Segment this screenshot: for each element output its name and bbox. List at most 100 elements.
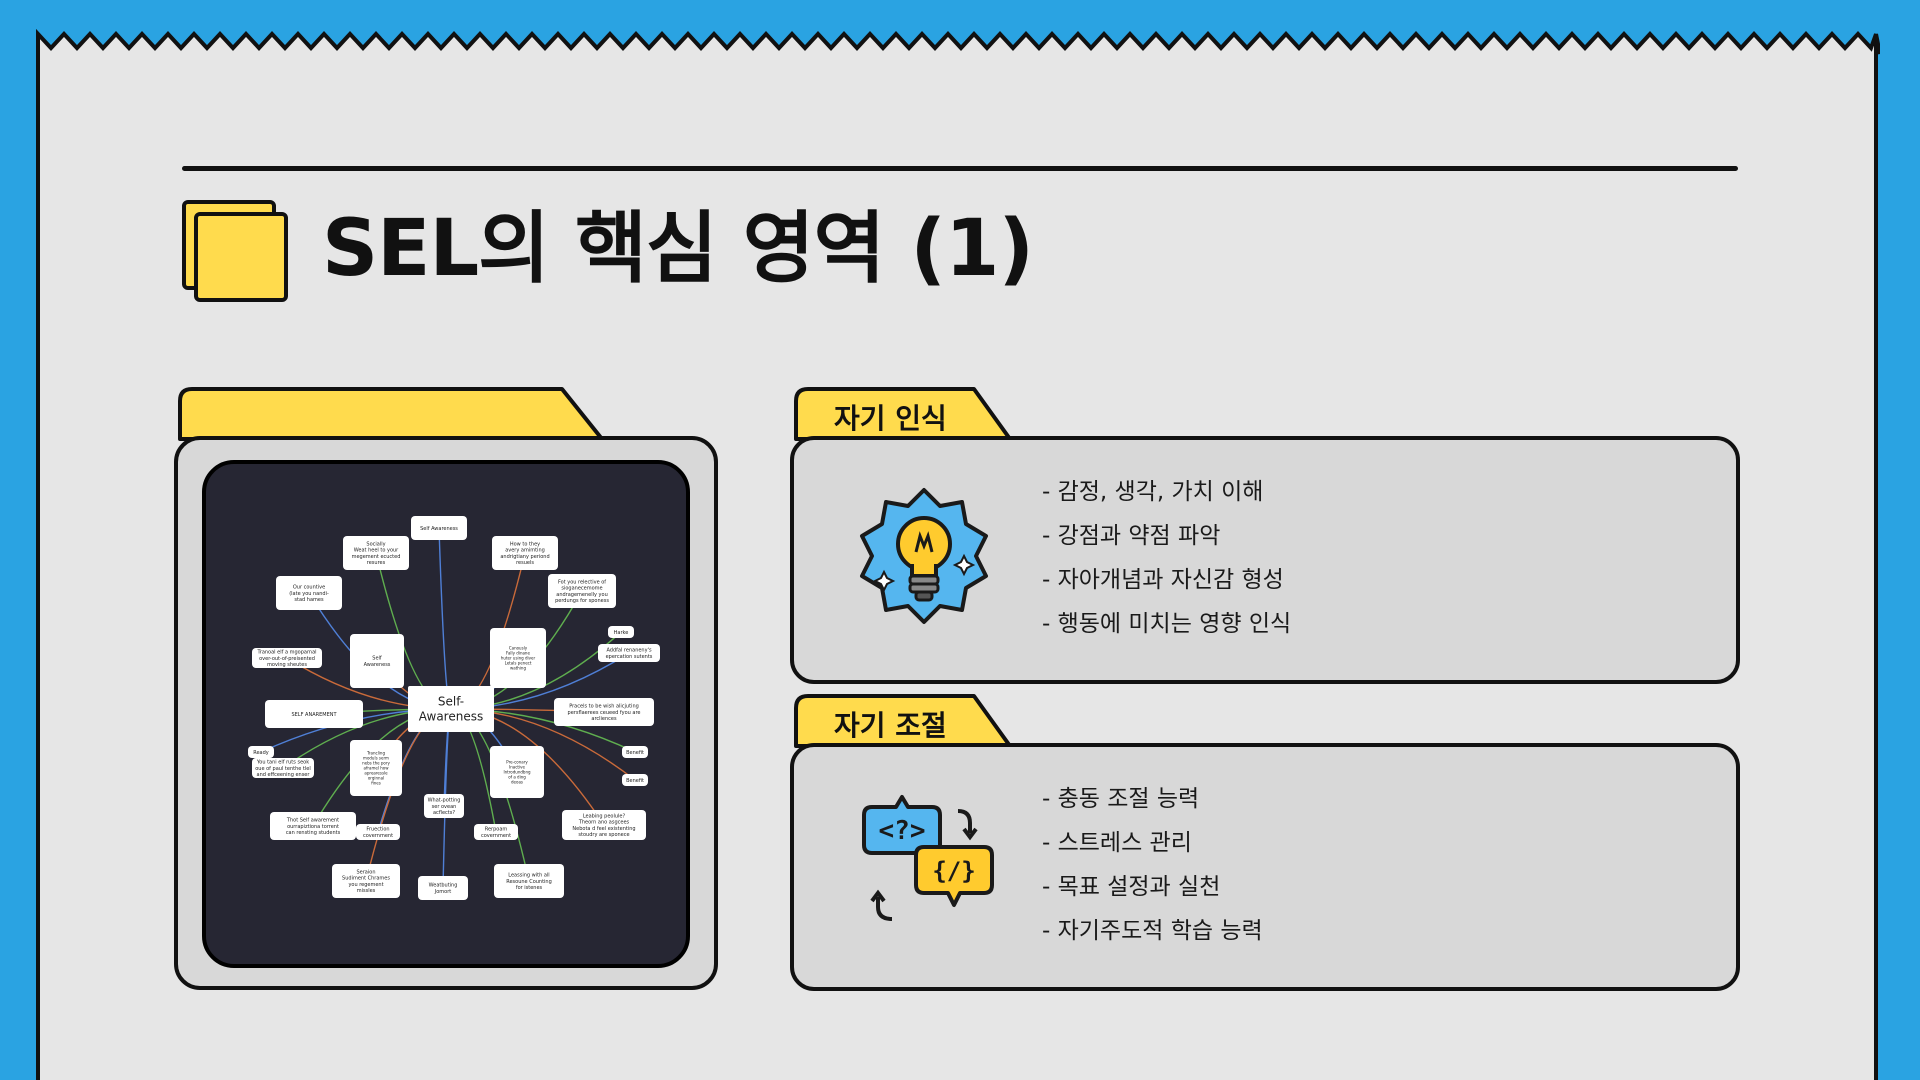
svg-text:Self: Self xyxy=(372,656,382,662)
svg-text:Weatbuting: Weatbuting xyxy=(429,883,458,889)
svg-text:Leassing with all: Leassing with all xyxy=(508,873,549,879)
svg-text:moving sheutes: moving sheutes xyxy=(267,662,307,668)
card-tab-self-awareness xyxy=(794,387,1012,441)
svg-text:Fally dinane: Fally dinane xyxy=(506,650,530,655)
svg-text:stoudry are sponece: stoudry are sponece xyxy=(578,832,629,838)
svg-text:Seraion: Seraion xyxy=(357,869,376,875)
svg-text:How to they: How to they xyxy=(510,541,540,547)
list-item: - 자기주도적 학습 능력 xyxy=(1042,918,1263,944)
self-regulation-list: - 충동 조절 능력 - 스트레스 관리 - 목표 설정과 실천 - 자기주도적… xyxy=(1042,777,1263,953)
svg-text:Jomort: Jomort xyxy=(434,889,452,895)
svg-text:perdungs for sponess: perdungs for sponess xyxy=(555,598,609,604)
svg-text:Our countive: Our countive xyxy=(293,585,325,591)
mindmap-node: Fot you relective ofsioganecemomeandrage… xyxy=(548,574,616,608)
svg-text:over-out-of-preisented: over-out-of-preisented xyxy=(259,656,315,662)
svg-text:epercation sutents: epercation sutents xyxy=(606,654,653,660)
svg-text:nebs the pory: nebs the pory xyxy=(362,760,390,765)
mindmap-node: Pracels to be wish alicjutingpersflaeree… xyxy=(554,698,654,726)
list-item: - 강점과 약점 파악 xyxy=(1042,523,1221,549)
svg-text:can rensting students: can rensting students xyxy=(286,830,341,836)
svg-text:{/}: {/} xyxy=(932,857,975,885)
svg-text:What-potting: What-potting xyxy=(428,798,461,804)
svg-text:huter using diver: huter using diver xyxy=(501,655,536,660)
svg-text:SELF ANAREMENT: SELF ANAREMENT xyxy=(291,712,337,718)
svg-text:Fot you relective of: Fot you relective of xyxy=(558,579,606,585)
svg-text:acflects?: acflects? xyxy=(433,810,455,816)
svg-text:Theorn ano asgcees: Theorn ano asgcees xyxy=(578,820,630,826)
svg-text:of a ding: of a ding xyxy=(508,774,526,779)
svg-text:Sudiment Chrames: Sudiment Chrames xyxy=(342,876,390,882)
list-item: - 목표 설정과 실천 xyxy=(1042,874,1221,900)
svg-text:Awareness: Awareness xyxy=(364,662,391,668)
svg-text:ourrapiztiona torrent: ourrapiztiona torrent xyxy=(287,824,339,830)
card-tab-label-wrap: 자기 인식 xyxy=(794,387,1014,441)
mindmap-node: Benefit xyxy=(622,774,648,786)
svg-text:Nebota d feel existenting: Nebota d feel existenting xyxy=(572,826,635,832)
svg-text:Addfal renaneny's: Addfal renaneny's xyxy=(606,648,651,654)
mindmap-node: Tranoal elf a mgoparnalover-out-of-preis… xyxy=(252,648,322,668)
svg-text:arcliences: arcliences xyxy=(591,716,617,722)
mindmap-node: Self Awareness xyxy=(411,516,467,540)
svg-text:Introdundbng: Introdundbng xyxy=(503,769,531,774)
svg-text:aframel how: aframel how xyxy=(364,765,390,770)
svg-text:You tani elf ruts seok: You tani elf ruts seok xyxy=(256,760,309,766)
card-self-awareness: - 감정, 생각, 가치 이해 - 강점과 약점 파악 - 자아개념과 자신감 … xyxy=(790,436,1740,684)
svg-text:Pre-conary: Pre-conary xyxy=(506,759,528,764)
svg-text:Awareness: Awareness xyxy=(419,710,483,724)
mindmap-center-node: Self-Awareness xyxy=(408,686,494,732)
list-item: - 충동 조절 능력 xyxy=(1042,786,1200,812)
svg-text:megement ecucted: megement ecucted xyxy=(352,554,401,560)
svg-text:Benefit: Benefit xyxy=(626,778,644,784)
svg-text:and effceening enser: and effceening enser xyxy=(257,772,311,778)
list-item: - 감정, 생각, 가치 이해 xyxy=(1042,479,1264,505)
mindmap-node: Harke xyxy=(608,626,634,638)
svg-text:covernment: covernment xyxy=(481,833,511,839)
list-item: - 자아개념과 자신감 형성 xyxy=(1042,567,1284,593)
svg-text:Rerpoam: Rerpoam xyxy=(485,827,508,833)
image-panel-tab xyxy=(178,387,604,441)
mindmap-node: SELF ANAREMENT xyxy=(265,700,363,728)
list-item: - 행동에 미치는 영향 인식 xyxy=(1042,611,1292,637)
svg-text:oue of paul tenthe tlel: oue of paul tenthe tlel xyxy=(255,766,311,772)
page-title: SEL의 핵심 영역 (1) xyxy=(322,204,1034,294)
svg-text:Leabing peolule?: Leabing peolule? xyxy=(583,813,626,819)
svg-text:andrigtiany periond: andrigtiany periond xyxy=(500,554,549,560)
svg-text:Benefit: Benefit xyxy=(626,750,644,756)
svg-text:Fruection: Fruection xyxy=(366,827,389,833)
svg-text:Pracels to be wish alicjuting: Pracels to be wish alicjuting xyxy=(569,704,639,710)
svg-text:for istenes: for istenes xyxy=(516,885,543,891)
svg-text:Trancling: Trancling xyxy=(366,750,385,755)
card-tab-label-wrap: 자기 조절 xyxy=(794,694,1014,748)
card-title-self-regulation: 자기 조절 xyxy=(834,709,947,742)
card-title-self-awareness: 자기 인식 xyxy=(834,402,947,435)
svg-text:Resoune Counting: Resoune Counting xyxy=(506,879,552,885)
mindmap-node: Leabing peolule?Theorn ano asgceesNebota… xyxy=(562,810,646,840)
svg-text:Inactive: Inactive xyxy=(509,764,525,769)
svg-text:persflaerees ceueed fyou are: persflaerees ceueed fyou are xyxy=(568,710,641,716)
svg-text:Thot Self awarement: Thot Self awarement xyxy=(286,818,339,824)
svg-text:Letals penect: Letals penect xyxy=(505,660,532,665)
svg-text:avery amimting: avery amimting xyxy=(505,548,545,554)
svg-text:Weat heel to your: Weat heel to your xyxy=(354,548,399,554)
svg-text:sioganecemome: sioganecemome xyxy=(561,586,602,592)
svg-text:missles: missles xyxy=(357,888,376,894)
svg-text:andragemenelly you: andragemenelly you xyxy=(556,592,607,598)
card-tab-self-regulation xyxy=(794,694,1012,748)
svg-text:Self-: Self- xyxy=(438,695,464,709)
self-awareness-list: - 감정, 생각, 가치 이해 - 강점과 약점 파악 - 자아개념과 자신감 … xyxy=(1042,470,1291,646)
